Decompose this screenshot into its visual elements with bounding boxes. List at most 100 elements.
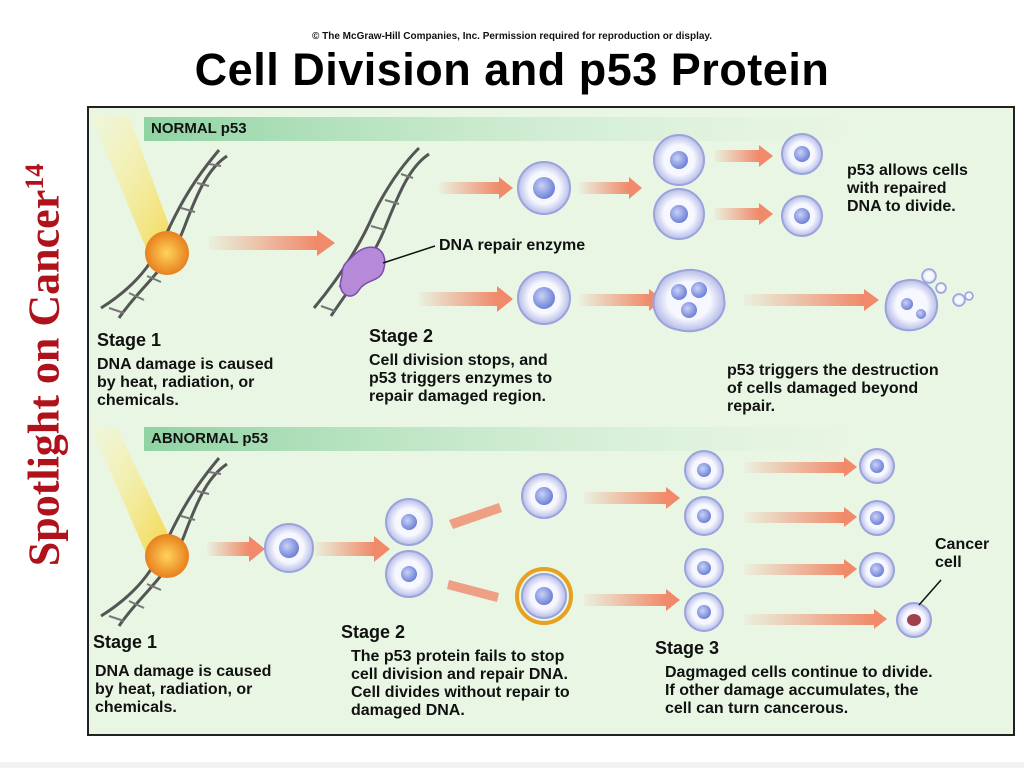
- abnormal-dna-damage-spot: [145, 534, 189, 578]
- normal-daughter-cell-2: [781, 195, 823, 237]
- damaged-cell: [652, 268, 726, 333]
- normal-destruct-line: p53 triggers the destruction: [727, 362, 939, 379]
- normal-arrow-6: [419, 292, 497, 306]
- normal-arrow-4-head: [759, 145, 773, 167]
- abnormal-stage2-line: The p53 protein fails to stop: [351, 648, 565, 665]
- normal-arrow-3: [579, 182, 629, 194]
- abnormal-arrow-1-head: [249, 536, 265, 562]
- normal-allows-line: DNA to divide.: [847, 198, 956, 215]
- dna-repair-enzyme: [339, 246, 386, 297]
- abnormal-arrow-9: [744, 564, 844, 575]
- abnormal-daughter-cell-2: [859, 500, 895, 536]
- normal-allows-line: p53 allows cells: [847, 162, 968, 179]
- abnormal-arrow-5: [584, 492, 666, 504]
- normal-stage2-line: repair damaged region.: [369, 388, 546, 405]
- sidebar-title: Spotlight on Cancer14: [18, 100, 70, 630]
- abnormal-cell-1: [264, 523, 314, 573]
- cancer-cell-label-line: Cancer: [935, 536, 990, 553]
- normal-allows-line: with repaired: [847, 180, 947, 197]
- normal-arrow-8: [744, 294, 864, 306]
- normal-arrow-3-head: [629, 177, 642, 199]
- abnormal-stage1-line: by heat, radiation, or: [95, 681, 253, 698]
- normal-stage1-title: Stage 1: [97, 330, 162, 350]
- normal-stage1-line: by heat, radiation, or: [97, 374, 255, 391]
- normal-stage2-title: Stage 2: [369, 326, 434, 346]
- abnormal-stage1-desc: DNA damage is caused by heat, radiation,…: [95, 663, 271, 717]
- normal-arrow-2: [439, 182, 499, 194]
- normal-arrow-1: [209, 236, 317, 250]
- normal-stage1-line: chemicals.: [97, 392, 179, 409]
- normal-stage2-line: Cell division stops, and: [369, 352, 548, 369]
- cancer-cell-pointer-line: [918, 579, 942, 606]
- abnormal-stage2-line: damaged DNA.: [351, 702, 465, 719]
- abnormal-stage1-line: chemicals.: [95, 699, 177, 716]
- abnormal-arrow-9-head: [844, 559, 857, 579]
- normal-band-label: NORMAL p53: [151, 120, 247, 137]
- normal-allows-desc: p53 allows cells with repaired DNA to di…: [847, 162, 968, 216]
- normal-arrow-4: [714, 150, 759, 162]
- destroyed-cell-fragments: [884, 268, 974, 332]
- normal-stage1-line: DNA damage is caused: [97, 356, 274, 373]
- normal-stage2-desc: Cell division stops, and p53 triggers en…: [369, 352, 552, 406]
- abnormal-dividing-cell: [385, 498, 433, 598]
- normal-dna-helix-2: [312, 146, 430, 317]
- abnormal-arrow-10: [744, 614, 874, 625]
- abnormal-arrow-2-head: [374, 536, 390, 562]
- abnormal-stage1-title: Stage 1: [93, 632, 158, 652]
- abnormal-stage3-title: Stage 3: [655, 638, 720, 658]
- normal-dna-damage-spot: [145, 231, 189, 275]
- abnormal-stage3-line: cell can turn cancerous.: [665, 700, 849, 717]
- normal-cell-1: [517, 161, 571, 215]
- abnormal-arrow-8: [744, 512, 844, 523]
- normal-dividing-cell: [653, 134, 705, 240]
- normal-cell-2: [517, 271, 571, 325]
- cancer-cell-label: Cancer cell: [935, 536, 989, 572]
- abnormal-stage2-desc: The p53 protein fails to stop cell divis…: [351, 648, 570, 720]
- diagram-canvas: [91, 116, 974, 638]
- abnormal-stage3-line: Dagmaged cells continue to divide.: [665, 664, 933, 681]
- normal-arrow-8-head: [864, 289, 879, 311]
- cancer-cell: [896, 602, 932, 638]
- copyright-notice: © The McGraw-Hill Companies, Inc. Permis…: [311, 31, 713, 42]
- abnormal-dividing-cell-upper: [684, 450, 724, 536]
- normal-arrow-5: [714, 208, 759, 220]
- abnormal-arrow-6: [584, 594, 666, 606]
- normal-stage2-line: p53 triggers enzymes to: [369, 370, 553, 387]
- normal-destruct-desc: p53 triggers the destruction of cells da…: [727, 362, 939, 416]
- abnormal-stage1-line: DNA damage is caused: [95, 663, 272, 680]
- normal-destruct-line: repair.: [727, 398, 776, 415]
- normal-arrow-2-head: [499, 177, 513, 199]
- abnormal-stage3-line: If other damage accumulates, the: [665, 682, 919, 699]
- abnormal-stage2-line: Cell divides without repair to: [351, 684, 570, 701]
- normal-arrow-7: [579, 294, 649, 306]
- abnormal-arrow-6-head: [666, 589, 680, 611]
- normal-arrow-1-head: [317, 230, 335, 256]
- normal-light-beam: [91, 116, 181, 270]
- abnormal-arrow-2: [314, 542, 374, 556]
- abnormal-cell-lower-ringed: [515, 567, 573, 625]
- abnormal-stage2-title: Stage 2: [341, 622, 406, 642]
- normal-daughter-cell-1: [781, 133, 823, 175]
- abnormal-stage3-desc: Dagmaged cells continue to divide. If ot…: [665, 664, 933, 718]
- abnormal-arrow-8-head: [844, 507, 857, 527]
- abnormal-dividing-cell-lower: [684, 548, 724, 632]
- footer-bar: [0, 762, 1024, 768]
- enzyme-pointer-line: [382, 245, 436, 264]
- abnormal-light-beam: [91, 428, 175, 560]
- normal-band: [144, 117, 894, 141]
- sidebar-title-superscript: 14: [19, 163, 49, 190]
- abnormal-band: [144, 427, 894, 451]
- abnormal-stage2-line: cell division and repair DNA.: [351, 666, 568, 683]
- dna-repair-enzyme-label: DNA repair enzyme: [439, 237, 586, 254]
- page-title: Cell Division and p53 Protein: [194, 44, 830, 95]
- sidebar-title-main: Spotlight on Cancer: [19, 189, 69, 567]
- normal-stage1-desc: DNA damage is caused by heat, radiation,…: [97, 356, 273, 410]
- cancer-cell-label-line: cell: [935, 554, 962, 571]
- diagram-panel: NORMAL p53 DNA repair enzyme Stage 1 DNA…: [87, 106, 1015, 736]
- normal-arrow-5-head: [759, 203, 773, 225]
- normal-arrow-6-head: [497, 286, 513, 312]
- abnormal-arrow-5-head: [666, 487, 680, 509]
- sidebar-title-text: Spotlight on Cancer14: [19, 164, 70, 566]
- abnormal-arrow-3: [449, 503, 502, 529]
- abnormal-daughter-cell-3: [859, 552, 895, 588]
